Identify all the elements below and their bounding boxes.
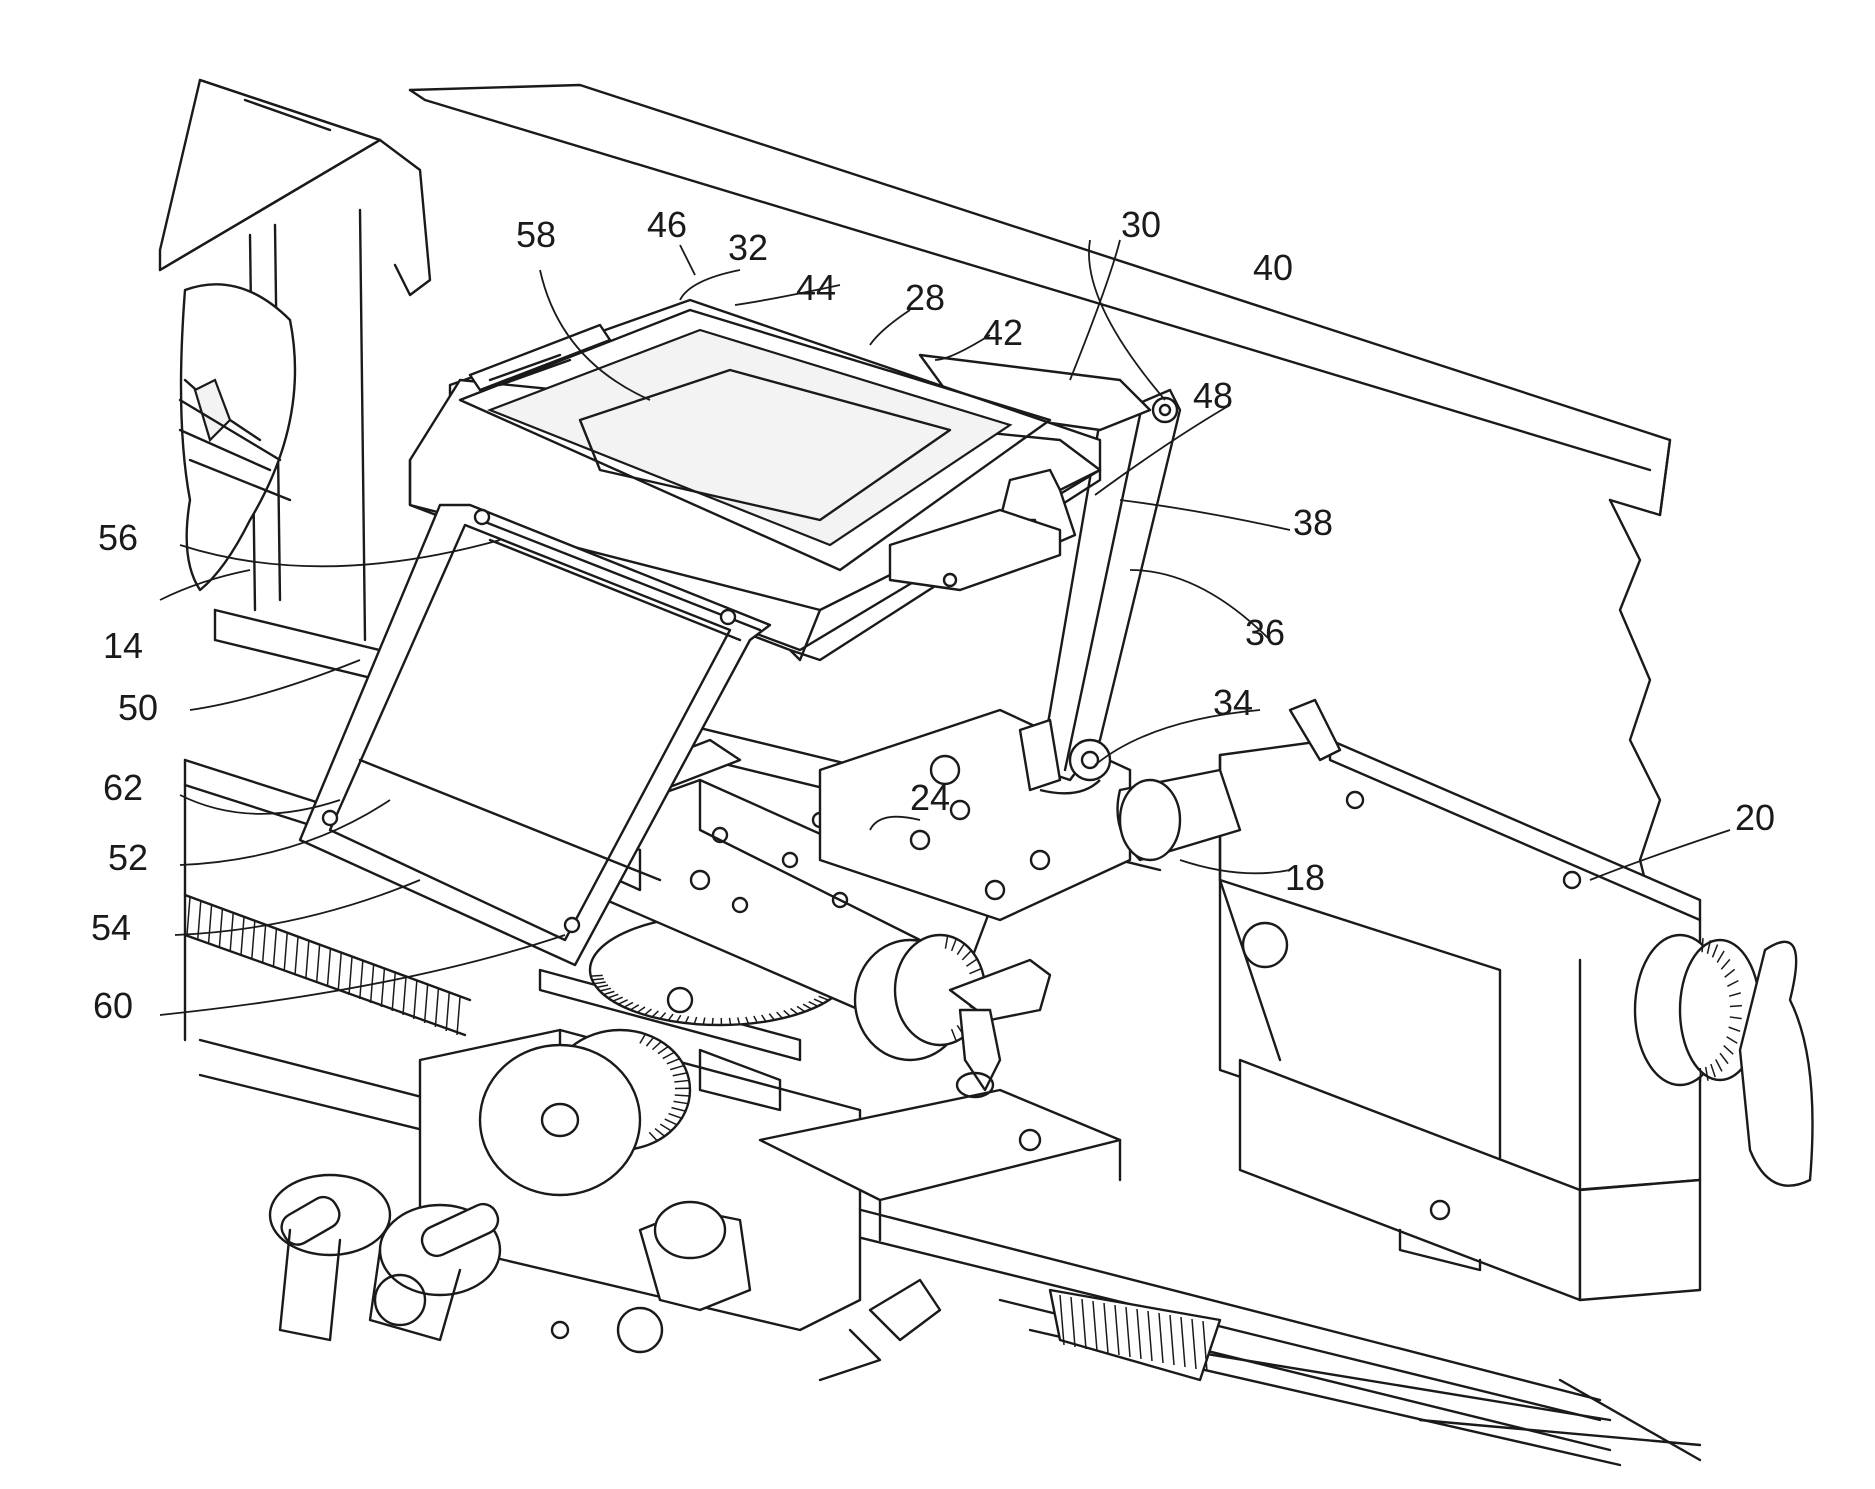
- label-52: 52: [108, 837, 148, 878]
- knurl-line: [241, 917, 244, 955]
- label-54: 54: [91, 907, 131, 948]
- label-44: 44: [796, 267, 836, 308]
- knurl-line: [1730, 1006, 1742, 1007]
- label-62: 62: [103, 767, 143, 808]
- knurl-line: [675, 1095, 690, 1096]
- label-60: 60: [93, 985, 133, 1026]
- knurl-line: [425, 985, 428, 1023]
- lead-screw: [185, 895, 470, 1035]
- knurl-line: [712, 1018, 713, 1025]
- chuck-guard: [180, 284, 295, 590]
- label-34: 34: [1213, 682, 1253, 723]
- knurl-line: [317, 945, 320, 983]
- label-38: 38: [1293, 502, 1333, 543]
- knurl-line: [381, 969, 384, 1007]
- label-50: 50: [118, 687, 158, 728]
- label-20: 20: [1735, 797, 1775, 838]
- knurl-line: [435, 989, 438, 1027]
- label-56: 56: [98, 517, 138, 558]
- tailstock: [1118, 700, 1701, 1300]
- knurl-line: [187, 897, 190, 935]
- knurl-line: [209, 905, 212, 943]
- knurl-line: [219, 909, 222, 947]
- knurl-line: [338, 953, 341, 991]
- knurl-line: [284, 933, 287, 971]
- knurl-line: [263, 925, 266, 963]
- knurl-line: [230, 913, 233, 951]
- label-42: 42: [983, 312, 1023, 353]
- label-18: 18: [1285, 857, 1325, 898]
- knurl-line: [591, 975, 603, 976]
- knurl-line: [306, 941, 309, 979]
- knurl-line: [446, 993, 449, 1031]
- label-40: 40: [1253, 247, 1293, 288]
- cross-slide-handwheel: [855, 935, 1050, 1097]
- knurl-line: [414, 981, 417, 1019]
- knurl-line: [360, 961, 363, 999]
- label-24: 24: [910, 777, 950, 818]
- knurl-line: [327, 949, 330, 987]
- label-32: 32: [728, 227, 768, 268]
- label-28: 28: [905, 277, 945, 318]
- label-30: 30: [1121, 204, 1161, 245]
- label-14: 14: [103, 625, 143, 666]
- label-46: 46: [647, 204, 687, 245]
- knurl-line: [403, 977, 406, 1015]
- knurl-line: [295, 937, 298, 975]
- knurl-line: [273, 929, 276, 967]
- label-48: 48: [1193, 375, 1233, 416]
- label-36: 36: [1245, 612, 1285, 653]
- knurl-line: [457, 997, 460, 1035]
- knurl-line: [392, 973, 395, 1011]
- label-58: 58: [516, 214, 556, 255]
- knurl-line: [1702, 938, 1703, 952]
- knurl-line: [730, 1018, 731, 1025]
